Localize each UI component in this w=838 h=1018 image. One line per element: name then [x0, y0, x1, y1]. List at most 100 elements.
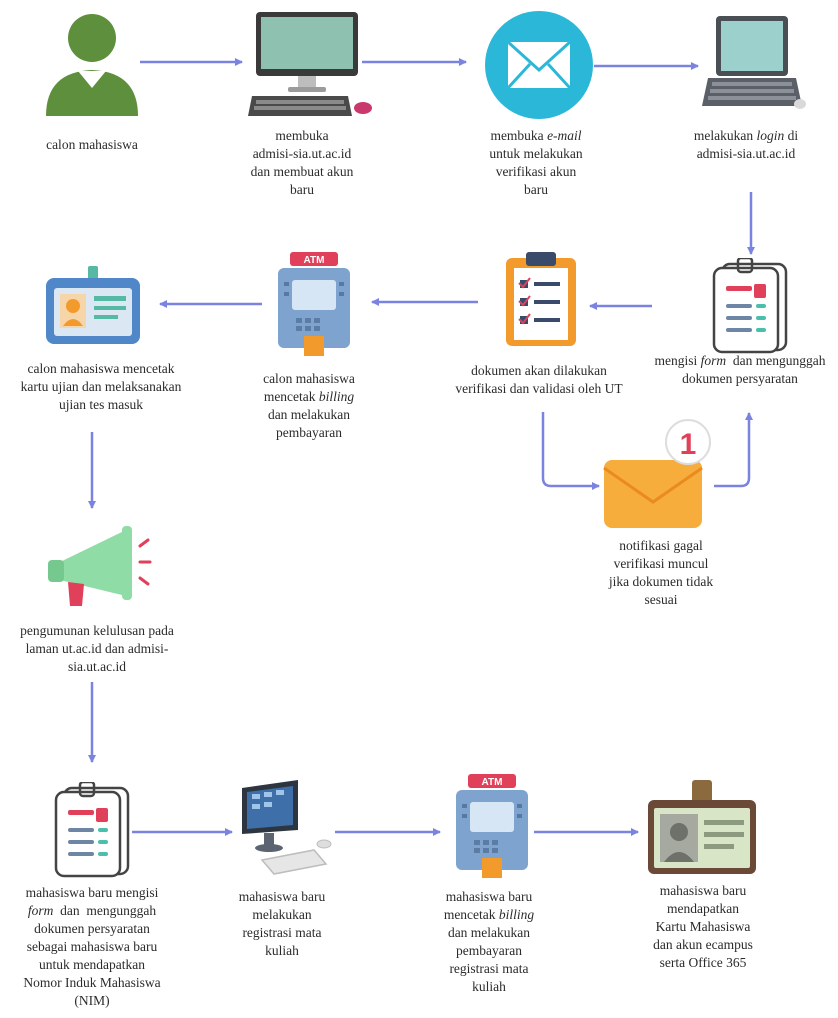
- desktop-computer-icon: [248, 12, 372, 116]
- label-line: dan akun ecampus: [653, 937, 753, 952]
- label-line: mencetak billing: [426, 906, 552, 924]
- step-label-cetak-billing: calon mahasiswa mencetak billing dan mel…: [244, 370, 374, 442]
- label-line: sia.ut.ac.id: [67, 659, 127, 674]
- arrow-s6-s7: [541, 412, 600, 490]
- label-line: admisi-sia.ut.ac.id: [252, 146, 352, 161]
- label-line: mahasiswa baru: [238, 889, 326, 904]
- step-label-login: melakukan login di admisi-sia.ut.ac.id: [668, 127, 824, 163]
- label-line: dokumen akan dilakukan: [471, 363, 607, 378]
- label-line: dan membuat akun: [250, 164, 354, 179]
- label-line: mendapatkan: [667, 901, 739, 916]
- label-line: melakukan: [252, 907, 312, 922]
- label-line: membuka: [275, 128, 329, 143]
- label-text: membuka: [490, 128, 548, 143]
- label-italic: form: [700, 353, 727, 368]
- atm-icon: ATM: [456, 774, 528, 878]
- label-line: (NIM): [74, 993, 110, 1008]
- step-label-pengumuman: pengumunan kelulusan pada laman ut.ac.id…: [4, 622, 190, 676]
- label-line: laman ut.ac.id dan admisi-: [25, 641, 169, 656]
- step-label-membuka-admisi: membuka admisi-sia.ut.ac.id dan membuat …: [232, 127, 372, 199]
- label-line: sebagai mahasiswa baru: [26, 939, 158, 954]
- clipboard-form-icon: [54, 782, 130, 878]
- label-line: verifikasi muncul: [613, 556, 709, 571]
- label-line: mencetak billing: [244, 388, 374, 406]
- checklist-icon: [506, 252, 576, 346]
- label-line: pembayaran: [456, 943, 522, 958]
- label-line: jika dokumen tidak: [608, 574, 714, 589]
- label-text: mencetak: [443, 907, 499, 922]
- label-line: Kartu Mahasiswa: [655, 919, 751, 934]
- label-line: registrasi mata: [449, 961, 529, 976]
- label-line: mengisi form dan mengunggah: [642, 352, 838, 370]
- label-line: calon mahasiswa: [46, 137, 138, 152]
- atm-sign-label: ATM: [482, 777, 503, 788]
- label-line: dokumen persyaratan: [682, 371, 798, 386]
- label-line: sesuai: [644, 592, 678, 607]
- label-line: kuliah: [472, 979, 506, 994]
- step-label-verifikasi: dokumen akan dilakukan verifikasi dan va…: [432, 362, 646, 398]
- label-line: untuk mendapatkan: [38, 957, 146, 972]
- label-line: calon mahasiswa mencetak: [27, 361, 175, 376]
- id-card-icon: [46, 266, 140, 344]
- label-text: melakukan: [693, 128, 757, 143]
- clipboard-form-icon: [712, 258, 788, 354]
- label-text: mengisi: [654, 353, 701, 368]
- atm-sign-label: ATM: [304, 255, 325, 266]
- label-line: calon mahasiswa: [263, 371, 355, 386]
- label-line: mahasiswa baru: [445, 889, 533, 904]
- step-label-kartu-mahasiswa: mahasiswa baru mendapatkan Kartu Mahasis…: [630, 882, 776, 972]
- label-text: mencetak: [263, 389, 319, 404]
- label-text: dan mengunggah: [53, 903, 157, 918]
- step-label-notifikasi-gagal: notifikasi gagal verifikasi muncul jika …: [596, 537, 726, 609]
- label-line: melakukan login di: [668, 127, 824, 145]
- label-line: ujian tes masuk: [59, 397, 143, 412]
- label-text: di: [784, 128, 799, 143]
- label-line: notifikasi gagal: [619, 538, 703, 553]
- label-italic: billing: [318, 389, 355, 404]
- label-line: dokumen persyaratan: [34, 921, 150, 936]
- label-line: registrasi mata: [242, 925, 322, 940]
- label-italic: form: [27, 903, 54, 918]
- label-text: dan mengunggah: [726, 353, 826, 368]
- label-line: Nomor Induk Mahasiswa: [23, 975, 161, 990]
- label-italic: billing: [498, 907, 535, 922]
- label-line: mahasiswa baru mengisi: [25, 885, 159, 900]
- label-line: dan melakukan: [447, 925, 531, 940]
- label-italic: e-mail: [547, 128, 582, 143]
- envelope-icon: [485, 11, 593, 119]
- step-label-mengisi-form: mengisi form dan mengunggah dokumen pers…: [642, 352, 838, 388]
- label-italic: login: [756, 128, 785, 143]
- step-label-kartu-ujian: calon mahasiswa mencetak kartu ujian dan…: [8, 360, 194, 414]
- notification-envelope-icon: 1: [603, 419, 711, 528]
- label-line: mahasiswa baru: [659, 883, 747, 898]
- step-label-billing-registrasi: mahasiswa baru mencetak billing dan mela…: [426, 888, 552, 996]
- label-line: pengumunan kelulusan pada: [20, 623, 174, 638]
- step-label-nim: mahasiswa baru mengisi form dan mengungg…: [6, 884, 178, 1010]
- step-label-membuka-email: membuka e-mail untuk melakukan verifikas…: [466, 127, 606, 199]
- label-line: untuk melakukan: [489, 146, 583, 161]
- label-line: membuka e-mail: [466, 127, 606, 145]
- notification-badge: 1: [680, 428, 697, 461]
- step-label-calon-mahasiswa: calon mahasiswa: [32, 136, 152, 154]
- label-line: baru: [290, 182, 314, 197]
- step-label-registrasi: mahasiswa baru melakukan registrasi mata…: [222, 888, 342, 960]
- laptop-icon: [702, 16, 806, 109]
- megaphone-icon: [48, 526, 152, 606]
- desktop-computer-icon: [242, 780, 332, 875]
- arrow-s7-s5: [714, 412, 753, 488]
- label-line: form dan mengunggah: [6, 902, 178, 920]
- label-line: serta Office 365: [659, 955, 747, 970]
- label-line: verifikasi dan validasi oleh UT: [455, 381, 623, 396]
- label-line: dan melakukan: [267, 407, 351, 422]
- label-line: kartu ujian dan melaksanakan: [20, 379, 182, 394]
- label-line: verifikasi akun: [495, 164, 577, 179]
- label-line: kuliah: [265, 943, 299, 958]
- student-card-icon: [648, 780, 756, 874]
- label-line: pembayaran: [276, 425, 342, 440]
- atm-icon: ATM: [278, 252, 350, 356]
- person-icon: [46, 14, 138, 116]
- label-line: baru: [524, 182, 548, 197]
- label-line: admisi-sia.ut.ac.id: [696, 146, 796, 161]
